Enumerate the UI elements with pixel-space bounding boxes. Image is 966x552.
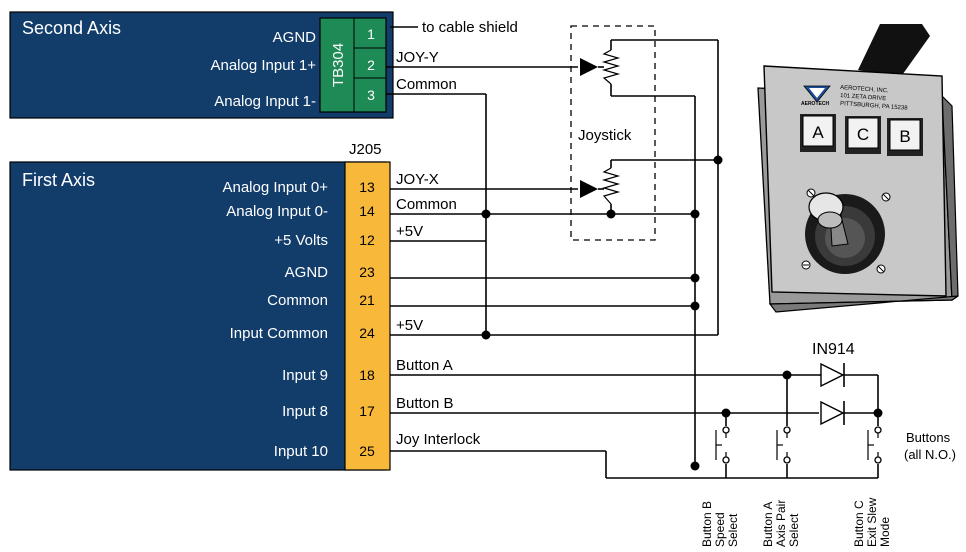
tb304-pin-3: 3 <box>367 87 375 103</box>
device-address-line1: AEROTECH, INC. <box>840 85 889 94</box>
j205-pin-13: 13 <box>359 179 375 195</box>
potentiometer-x <box>580 167 621 205</box>
device-address-line3: PITTSBURGH, PA 15238 <box>840 101 908 112</box>
svg-text:A: A <box>812 123 824 142</box>
label-joy-interlock: Joy Interlock <box>396 431 481 448</box>
buttons-note-line2: (all N.O.) <box>904 447 956 462</box>
label-cable-shield: to cable shield <box>422 19 518 36</box>
switch-button-c <box>867 426 882 464</box>
caption-button-a-l2: Axis Pair <box>774 500 788 547</box>
first-axis-label-common: Common <box>267 292 328 309</box>
svg-text:C: C <box>857 125 869 144</box>
j205-pin-18: 18 <box>359 367 375 383</box>
label-plus5v-top: +5V <box>396 223 423 240</box>
diode-label: IN914 <box>812 341 855 358</box>
label-button-b: Button B <box>396 395 454 412</box>
first-axis-label-ain0m: Analog Input 0- <box>226 203 328 220</box>
j205-connector <box>344 161 391 471</box>
caption-button-a-l1: Button A <box>761 502 775 547</box>
j205-pin-23: 23 <box>359 264 375 280</box>
wires <box>386 26 879 479</box>
second-axis-label-ain1m: Analog Input 1- <box>214 93 316 110</box>
joystick-device: AEROTECH AEROTECH, INC. 101 ZETA DRIVE P… <box>757 24 959 313</box>
first-axis-label-input9: Input 9 <box>282 367 328 384</box>
first-axis-label-input10: Input 10 <box>274 443 328 460</box>
j205-pin-14: 14 <box>359 203 375 219</box>
caption-button-c-l1: Button C <box>852 500 866 547</box>
first-axis-label-input-common: Input Common <box>230 325 328 342</box>
tb304-pin-1: 1 <box>367 26 375 42</box>
caption-button-b-l2: Speed <box>713 512 727 547</box>
device-key-b: B <box>887 118 923 156</box>
j205-pin-12: 12 <box>359 232 375 248</box>
caption-button-c-l3: Mode <box>878 517 892 547</box>
button-captions: Button B Speed Select Button A Axis Pair… <box>700 497 892 547</box>
label-joy-y: JOY-Y <box>396 49 439 66</box>
joystick-boundary <box>570 25 656 241</box>
first-axis-label-5v: +5 Volts <box>274 232 328 249</box>
joystick-label: Joystick <box>578 127 632 144</box>
second-axis-label-ain1p: Analog Input 1+ <box>210 57 316 74</box>
device-address-line2: 101 ZETA DRIVE <box>840 93 887 102</box>
first-axis-label-agnd: AGND <box>285 264 329 281</box>
device-key-c: C <box>845 116 881 154</box>
device-key-a: A <box>800 114 836 152</box>
first-axis-label-ain0p: Analog Input 0+ <box>222 179 328 196</box>
label-common-top: Common <box>396 76 457 93</box>
junction-dots <box>481 155 883 471</box>
label-common-mid: Common <box>396 196 457 213</box>
buttons-note-line1: Buttons <box>906 430 951 445</box>
second-axis-panel: Second Axis AGND Analog Input 1+ Analog … <box>9 11 394 119</box>
caption-button-b-l1: Button B <box>700 501 714 547</box>
j205-label: J205 <box>349 141 382 158</box>
joystick-stick-icon <box>805 192 885 274</box>
second-axis-label-agnd: AGND <box>273 29 317 46</box>
svg-text:AEROTECH: AEROTECH <box>801 101 829 107</box>
svg-text:B: B <box>899 127 910 146</box>
tb304-connector <box>319 17 387 113</box>
j205-pin-17: 17 <box>359 403 375 419</box>
first-axis-panel: J205 First Axis Analog Input 0+ Analog I… <box>9 141 391 471</box>
switch-button-a <box>776 426 791 464</box>
label-plus5v-bottom: +5V <box>396 317 423 334</box>
j205-pin-24: 24 <box>359 325 375 341</box>
tb304-pin-2: 2 <box>367 57 375 73</box>
potentiometer-y <box>580 49 621 85</box>
aerotech-logo: AEROTECH <box>801 85 831 107</box>
caption-button-b-l3: Select <box>726 513 740 547</box>
caption-button-a-l3: Select <box>787 513 801 547</box>
diode-1 <box>819 362 845 388</box>
diode-2 <box>820 400 845 426</box>
caption-button-c-l2: Exit Slew <box>865 497 879 547</box>
j205-pin-21: 21 <box>359 292 375 308</box>
tb304-label: TB304 <box>330 43 347 87</box>
second-axis-title: Second Axis <box>22 18 121 38</box>
label-button-a: Button A <box>396 357 453 374</box>
j205-pin-25: 25 <box>359 443 375 459</box>
cable-icon <box>858 24 930 78</box>
first-axis-title: First Axis <box>22 170 95 190</box>
first-axis-label-input8: Input 8 <box>282 403 328 420</box>
screw-icons <box>801 188 891 274</box>
label-joy-x: JOY-X <box>396 171 439 188</box>
switch-button-b <box>715 426 730 464</box>
wire-labels: to cable shield JOY-Y Common JOY-X Commo… <box>396 19 518 448</box>
